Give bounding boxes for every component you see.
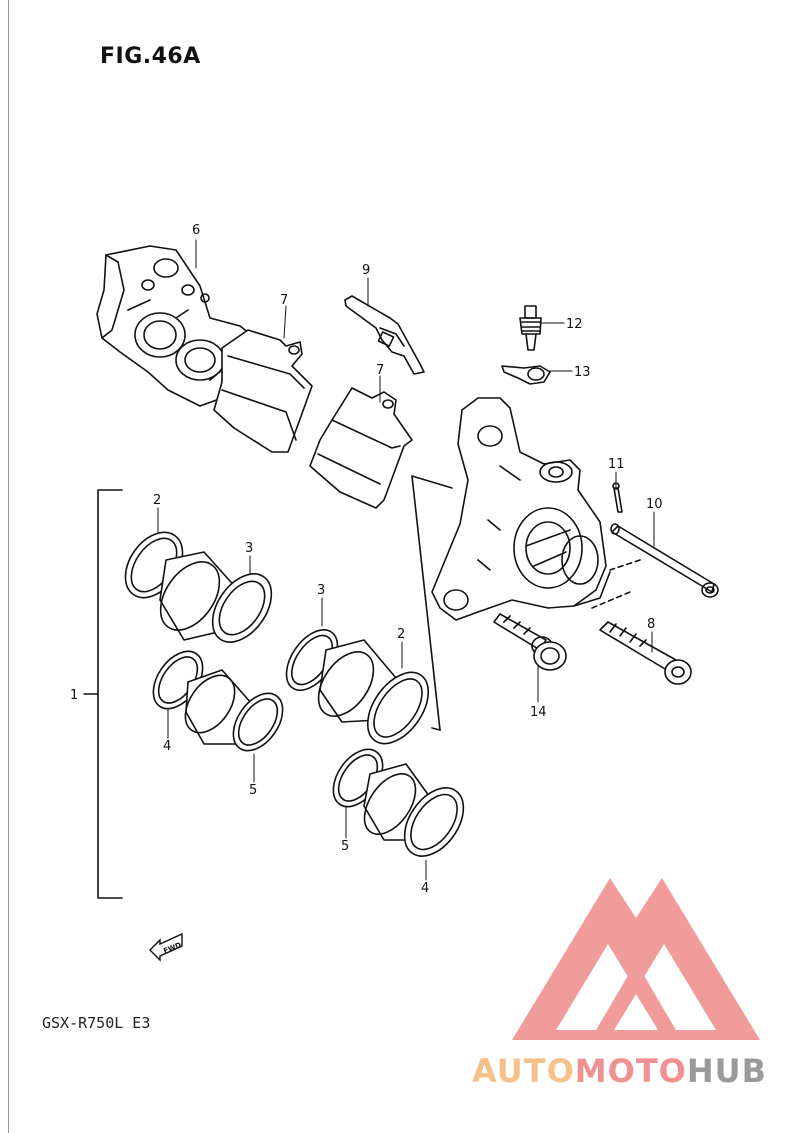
- brake-pad-lower: [309, 387, 413, 509]
- watermark-moto: MOTO: [574, 1052, 687, 1090]
- page-edge-line: [8, 0, 9, 1133]
- callout-13: 13: [574, 365, 591, 380]
- pad-pin: [610, 523, 719, 598]
- callout-2-upper: 2: [153, 493, 161, 508]
- callout-3-upper: 3: [245, 541, 253, 556]
- watermark-text: AUTOMOTOHUB: [472, 1052, 767, 1090]
- callout-4-lower: 4: [421, 881, 429, 896]
- brake-pad-upper: [213, 329, 313, 453]
- callout-labels: 6 7 9 7 12 13 11 10 8 14 1 2 3 3 2 4 5 5…: [70, 223, 663, 896]
- piston-seal-4-lower: [403, 787, 465, 857]
- watermark-auto: AUTO: [472, 1052, 575, 1090]
- piston-seal-2-middle: [366, 671, 430, 745]
- bleeder-cap: [501, 365, 551, 385]
- callout-14: 14: [530, 705, 547, 720]
- callout-6: 6: [192, 223, 200, 238]
- callout-7-upper: 7: [280, 293, 288, 308]
- callout-7-lower: 7: [376, 363, 384, 378]
- caliper-outer-half: [96, 245, 259, 407]
- callout-12: 12: [566, 317, 583, 332]
- callout-2-middle: 2: [397, 627, 405, 642]
- callout-10: 10: [646, 497, 663, 512]
- watermark-hub: HUB: [686, 1052, 768, 1090]
- cotter-pin: [612, 482, 623, 513]
- fwd-arrow-icon: FWD: [149, 932, 183, 962]
- bleeder-valve: [519, 305, 542, 351]
- callout-3-middle: 3: [317, 583, 325, 598]
- caliper-inner-half: [431, 397, 611, 621]
- callout-11: 11: [608, 457, 625, 472]
- callout-8: 8: [647, 617, 655, 632]
- callout-5-left: 5: [249, 783, 257, 798]
- callout-1: 1: [70, 688, 78, 703]
- bolt-14: [493, 613, 567, 671]
- dust-seal-3-upper: [211, 573, 273, 643]
- figure-title: FIG.46A: [100, 44, 201, 69]
- watermark-logo-icon: [512, 878, 760, 1040]
- dust-seal-5-left: [232, 692, 284, 752]
- callout-9: 9: [362, 263, 370, 278]
- model-label: GSX-R750L E3: [42, 1014, 151, 1032]
- bolt-8: [599, 621, 692, 685]
- callout-4-left: 4: [163, 739, 171, 754]
- callout-5-lower: 5: [341, 839, 349, 854]
- pad-spring-clip: [344, 295, 425, 375]
